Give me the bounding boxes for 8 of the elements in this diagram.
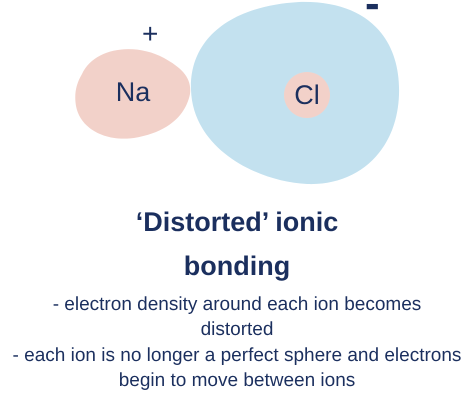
ion-symbol: Na bbox=[116, 78, 150, 106]
ion-symbol: Cl bbox=[294, 82, 320, 108]
charge-sign: - bbox=[365, 0, 380, 8]
note: - each ion is no longer a perfect sphere and electrons begin to move between ions bbox=[12, 344, 462, 393]
charge-sign: + bbox=[142, 20, 158, 48]
note: - electron density around each ion becomes distorted bbox=[52, 293, 422, 342]
electron-cloud bbox=[189, 0, 401, 186]
title: ‘Distorted’ ionic bonding bbox=[134, 206, 340, 283]
